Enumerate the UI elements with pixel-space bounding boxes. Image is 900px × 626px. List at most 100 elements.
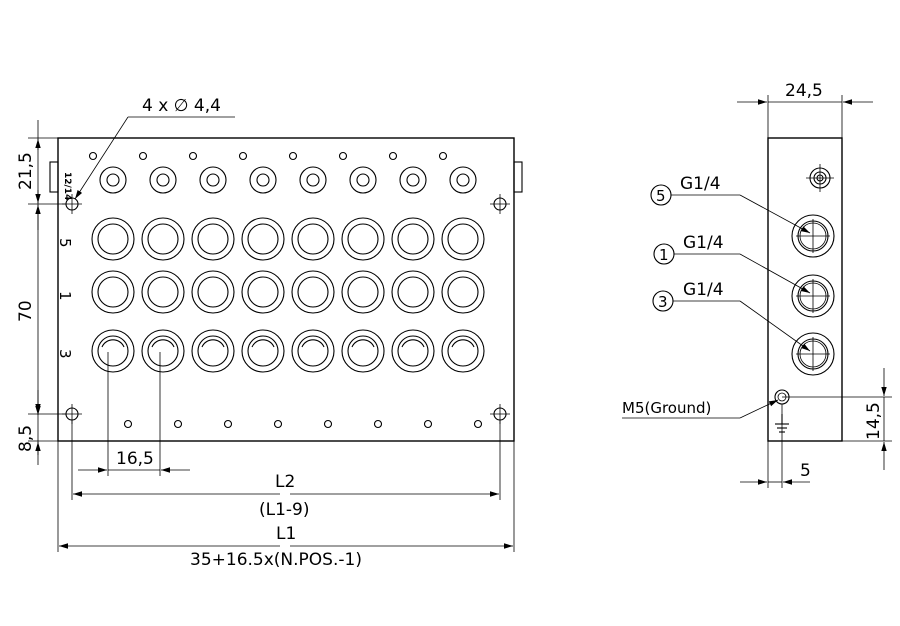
pilot-fitting-outer (249, 166, 277, 194)
port-marking (351, 339, 375, 348)
ground-callout: M5(Ground) (622, 399, 779, 419)
small-hole-top (188, 151, 198, 161)
port-outer-ring (391, 217, 435, 261)
pilot-fitting-outer (299, 166, 327, 194)
row-label-3: 3 (56, 349, 74, 359)
dim-side-height: 14,5 (782, 368, 892, 470)
port-inner-ring (97, 223, 129, 255)
port-marking (151, 339, 175, 348)
port-inner-ring (197, 223, 229, 255)
dim-side-offset: 5 (740, 404, 811, 488)
port-inner-ring (297, 276, 329, 308)
hole-callout: 4 x ∅ 4,4 (74, 96, 235, 200)
pilot-fitting-outer (99, 166, 127, 194)
dim-l1: L1 35+16.5x(N.POS.-1) (57, 441, 515, 570)
top-plug-icon (806, 164, 834, 192)
small-hole-top (288, 151, 298, 161)
port-inner-ring (97, 276, 129, 308)
small-hole-top (238, 151, 248, 161)
port-thread-1: G1/4 (683, 233, 724, 253)
pilot-fitting-inner (206, 173, 220, 187)
port-inner-ring (397, 223, 429, 255)
manifold-body (57, 137, 515, 442)
port-inner-ring (247, 223, 279, 255)
small-hole-bottom (273, 419, 283, 429)
port-outer-ring (141, 329, 185, 373)
port-marking (301, 339, 325, 348)
dim-l1-formula: 35+16.5x(N.POS.-1) (190, 550, 362, 570)
ground-label: M5(Ground) (622, 399, 711, 417)
port-inner-ring (97, 335, 129, 367)
dim-pitch: 16,5 (78, 352, 190, 476)
small-hole-top (138, 151, 148, 161)
pilot-fitting-inner (356, 173, 370, 187)
row-label-1: 1 (56, 291, 74, 301)
mounting-hole (490, 194, 510, 214)
port-inner-ring (397, 276, 429, 308)
pilot-fitting-inner (306, 173, 320, 187)
port-outer-ring (191, 270, 235, 314)
small-hole-bottom (223, 419, 233, 429)
small-hole-bottom (323, 419, 333, 429)
side-port-5 (791, 214, 835, 258)
dim-top-label: 21,5 (16, 152, 36, 190)
port-outer-ring (441, 329, 485, 373)
port-inner-ring (297, 335, 329, 367)
dim-pitch-label: 16,5 (116, 449, 154, 469)
small-hole-bottom (173, 419, 183, 429)
pilot-fitting-inner (256, 173, 270, 187)
pilot-fitting-inner (406, 173, 420, 187)
port-outer-ring (441, 217, 485, 261)
port-inner-ring (247, 335, 279, 367)
dim-side-width: 24,5 (737, 81, 873, 138)
port-inner-ring (197, 276, 229, 308)
port-outer-ring (241, 270, 285, 314)
hole-callout-text: 4 x ∅ 4,4 (142, 96, 221, 116)
pilot-fitting-outer (399, 166, 427, 194)
side-body (767, 137, 843, 442)
port-callout-5: 5 G1/4 (650, 174, 811, 234)
dim-l2-label: L2 (275, 472, 295, 492)
port-inner-ring (447, 223, 479, 255)
pilot-fitting-inner (106, 173, 120, 187)
small-hole-bottom (123, 419, 133, 429)
port-marking (201, 339, 225, 348)
port-inner-ring (297, 223, 329, 255)
port-callout-3: 3 G1/4 (652, 280, 811, 352)
right-tab (513, 161, 523, 193)
port-outer-ring (91, 217, 135, 261)
corner-mark: 12/14 (62, 172, 72, 200)
port-outer-ring (291, 329, 335, 373)
port-callout-1: 1 G1/4 (653, 233, 811, 294)
side-port-3 (791, 332, 835, 376)
small-hole-bottom (373, 419, 383, 429)
side-port-1 (791, 274, 835, 318)
port-number-1: 1 (659, 246, 669, 264)
port-inner-ring (447, 276, 479, 308)
dim-left: 21,5 70 8,5 (16, 120, 66, 465)
left-tab (49, 161, 59, 193)
dim-l2-formula: (L1-9) (259, 500, 310, 520)
port-outer-ring (291, 217, 335, 261)
small-hole-bottom (423, 419, 433, 429)
dim-side-offset-label: 5 (800, 461, 811, 481)
port-inner-ring (347, 276, 379, 308)
port-outer-ring (341, 217, 385, 261)
front-view: 12/14 5 1 3 (16, 96, 523, 570)
port-array (88, 151, 485, 429)
port-outer-ring (241, 217, 285, 261)
port-outer-ring (241, 329, 285, 373)
port-outer-ring (141, 217, 185, 261)
pilot-fitting-inner (456, 173, 470, 187)
port-marking (401, 339, 425, 348)
port-marking (101, 339, 125, 348)
dim-side-height-label: 14,5 (864, 402, 884, 440)
port-outer-ring (91, 329, 135, 373)
dim-l1-label: L1 (276, 524, 296, 544)
port-inner-ring (447, 335, 479, 367)
port-outer-ring (191, 217, 235, 261)
port-inner-ring (197, 335, 229, 367)
port-inner-ring (247, 276, 279, 308)
port-outer-ring (91, 270, 135, 314)
